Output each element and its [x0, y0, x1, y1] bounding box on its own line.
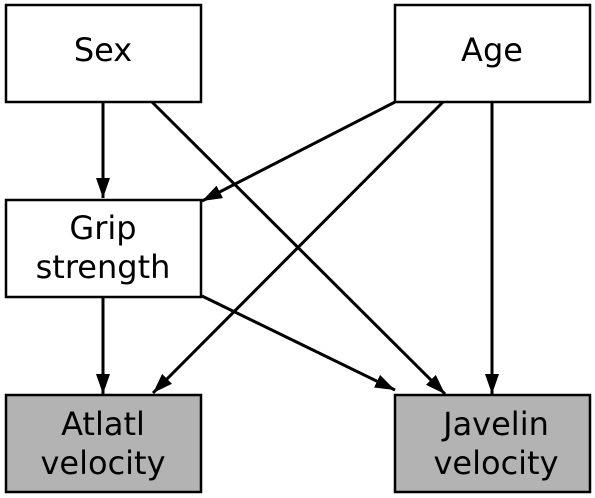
- node-grip-strength-label-line2: strength: [36, 248, 171, 286]
- node-grip-strength-label-line1: Grip: [69, 209, 136, 247]
- node-age-box: [393, 3, 592, 104]
- node-atlatl-velocity-label-line2: velocity: [40, 444, 165, 482]
- node-grip-strength-box: [4, 198, 203, 299]
- node-age: Age: [393, 3, 592, 104]
- node-atlatl-velocity-box: [4, 393, 203, 494]
- edge-grip-to-javelin: [201, 294, 396, 392]
- node-grip-strength: Grip strength: [4, 198, 203, 299]
- node-javelin-velocity: Javelin velocity: [393, 393, 592, 494]
- edge-age-to-grip: [201, 100, 396, 203]
- node-javelin-velocity-label-line1: Javelin: [441, 405, 549, 443]
- node-javelin-velocity-label-line2: velocity: [433, 444, 558, 482]
- node-sex-box: [4, 3, 203, 104]
- node-atlatl-velocity-label-line1: Atlatl: [61, 405, 145, 443]
- edge-age-to-atlatl: [151, 100, 445, 395]
- node-age-label: Age: [461, 31, 523, 69]
- node-atlatl-velocity: Atlatl velocity: [4, 393, 203, 494]
- node-sex-label: Sex: [74, 31, 132, 69]
- edges-layer: [96, 100, 499, 396]
- node-sex: Sex: [4, 3, 203, 104]
- node-javelin-velocity-box: [393, 393, 592, 494]
